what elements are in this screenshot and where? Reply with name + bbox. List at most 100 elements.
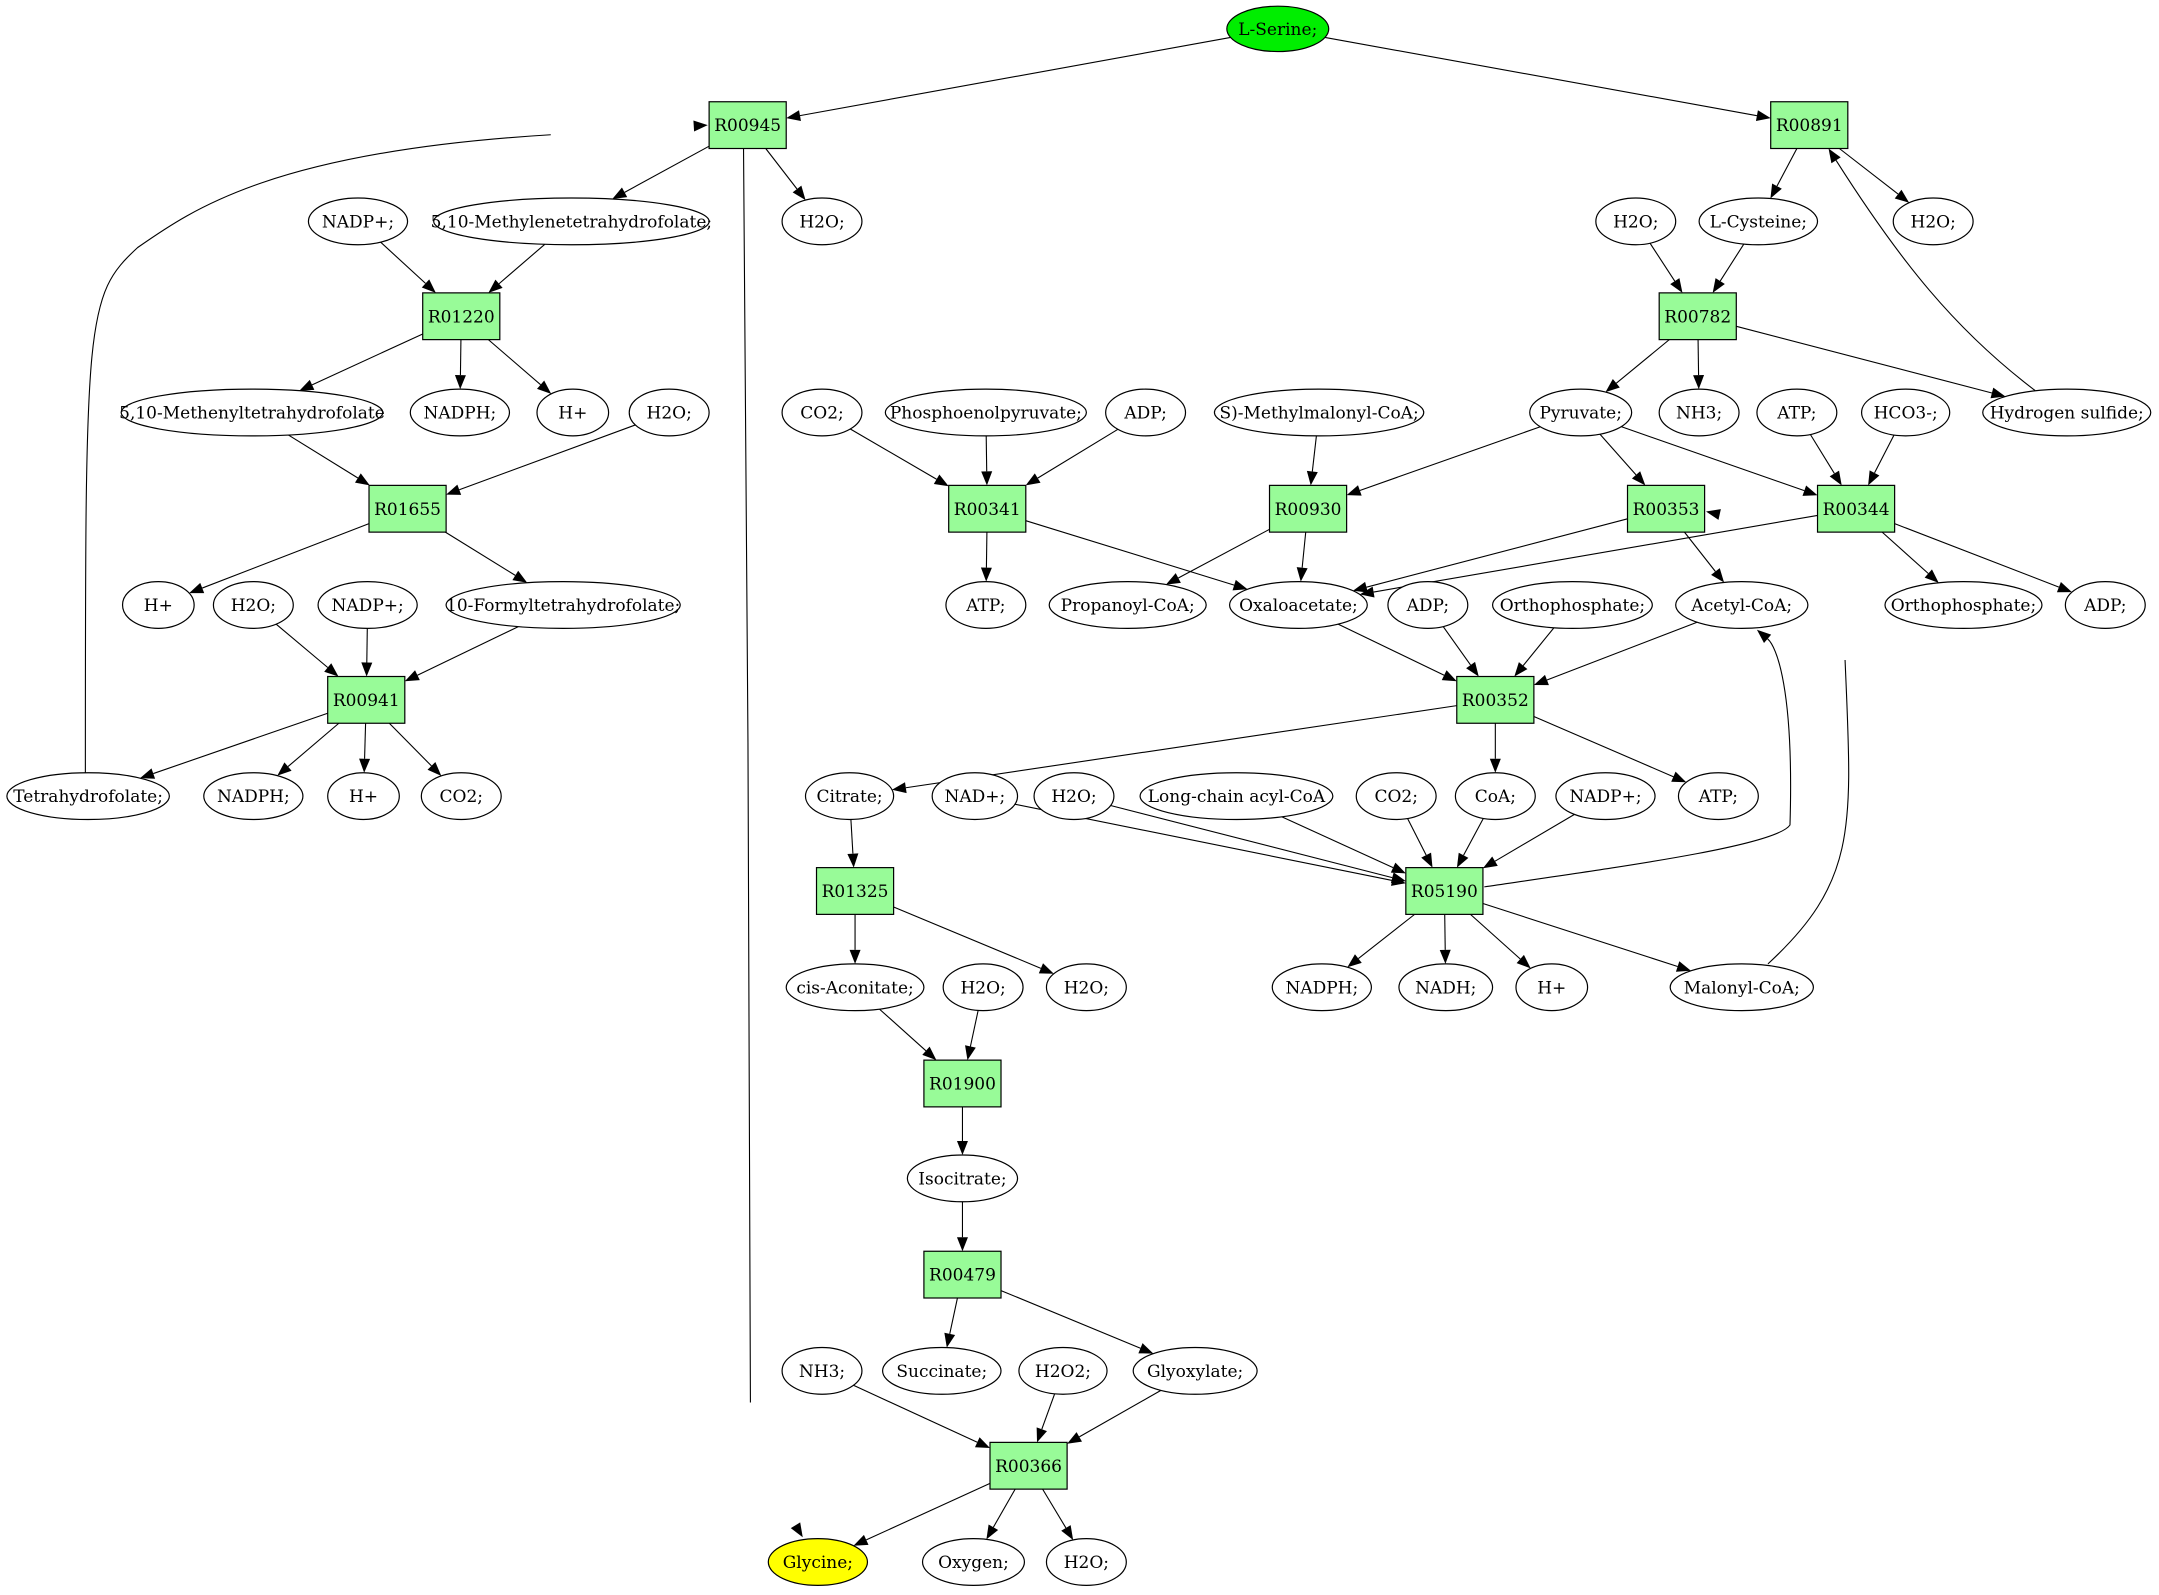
edge-arrowhead	[1756, 629, 1772, 644]
compound-ellipse	[409, 388, 511, 437]
reaction-node-r05190: R05190	[1405, 867, 1484, 915]
edge-nadpplus1-to-r01220	[380, 241, 426, 284]
compound-node-hplus1: H+	[536, 388, 610, 437]
edge-arrowhead	[1456, 852, 1469, 868]
node-label: R00341	[954, 500, 1021, 520]
node-label: Citrate;	[816, 787, 882, 807]
edge-arrowhead	[1441, 670, 1457, 682]
edge-arrowhead	[324, 663, 339, 677]
compound-node-lcys: L-Cysteine;	[1698, 197, 1819, 246]
edge-r05190-to-nadph3	[1358, 913, 1415, 959]
compound-ellipse	[1595, 197, 1677, 246]
compound-node-nh3_b: NH3;	[781, 1346, 863, 1395]
node-label: R00353	[1633, 500, 1700, 520]
edge-arrowhead	[1359, 586, 1375, 598]
compound-node-nadh: NADH;	[1398, 963, 1494, 1012]
compound-node-h2o_b: H2O;	[1595, 197, 1677, 246]
edge-arrowhead	[1711, 568, 1725, 583]
compound-node-nadpplus2: NADP+;	[317, 581, 418, 629]
edge-arrowhead	[981, 471, 993, 486]
compound-node-h2o_g: H2O;	[942, 963, 1024, 1012]
node-label: NADPH;	[1285, 978, 1358, 998]
node-label: H2O2;	[1035, 1362, 1091, 1382]
edge-pyruvate-to-r00930	[1359, 426, 1541, 491]
compound-node-h2o_a: H2O;	[781, 197, 863, 246]
edge-arrowhead	[1138, 1343, 1154, 1354]
edge-arrowhead	[1924, 569, 1939, 583]
edge-arrowhead	[1296, 567, 1308, 582]
compound-node-h2s: Hydrogen sulfide;	[1982, 388, 2152, 437]
node-label: H2O;	[1064, 1553, 1109, 1573]
edge-arrowhead	[1868, 470, 1880, 486]
edge-r01220-to-methenyl	[311, 333, 423, 386]
node-label: R01325	[822, 882, 889, 902]
compound-node-adp_c: ADP;	[2064, 581, 2146, 629]
edge-arrowhead	[944, 1332, 956, 1348]
compound-ellipse	[1515, 963, 1589, 1012]
edge-arrowhead	[1346, 485, 1362, 496]
compound-node-h2o_c: H2O;	[1892, 197, 1974, 246]
reaction-node-r01900: R01900	[923, 1059, 1002, 1108]
edge-thf-to-r00945	[84, 134, 551, 773]
edge-arrowhead	[965, 1045, 976, 1061]
node-label: H2O;	[960, 978, 1005, 998]
edge-r00941-to-nadph2	[287, 722, 340, 768]
edge-oxaloacetate-to-r00352	[1337, 623, 1445, 676]
compound-node-hplus3: H+	[327, 772, 400, 821]
edge-pyruvate-to-r00353	[1599, 433, 1637, 476]
reaction-node-r00891: R00891	[1770, 101, 1849, 150]
compound-node-lserine: L-Serine;	[1226, 5, 1330, 53]
edge-co2_a-to-r00341	[850, 428, 937, 480]
reaction-box	[368, 484, 447, 533]
edge-arrowhead	[421, 279, 436, 293]
compound-ellipse	[906, 1154, 1019, 1203]
edge-h2o2-to-r00366	[1041, 1393, 1056, 1430]
edge-arrowhead	[693, 120, 708, 132]
compound-node-propanoyl: Propanoyl-CoA;	[1048, 581, 1207, 629]
compound-ellipse	[445, 581, 681, 629]
node-label: R01900	[929, 1075, 996, 1095]
edge-arrowhead	[933, 474, 949, 487]
edge-h2o_f-to-r05190	[1110, 804, 1393, 879]
compound-ellipse	[317, 581, 418, 629]
node-label: ATP;	[1698, 787, 1738, 807]
compound-ellipse	[1045, 963, 1127, 1012]
edge-arrowhead	[189, 582, 205, 594]
edge-r00930-to-oxaloacetate	[1301, 532, 1307, 568]
edge-r00945-to-methylene	[624, 145, 710, 193]
edge-arrowhead	[1390, 862, 1406, 874]
edge-arrowhead	[512, 570, 528, 583]
compound-node-nadph3: NADPH;	[1271, 963, 1373, 1012]
reaction-node-r00782: R00782	[1658, 292, 1737, 341]
compound-ellipse	[1045, 1538, 1127, 1586]
compound-ellipse	[1677, 772, 1759, 821]
compound-node-adp_a: ADP;	[1105, 388, 1187, 437]
compound-ellipse	[1018, 1346, 1108, 1395]
edge-r00782-to-nh3_a	[1697, 339, 1700, 376]
edge-arrowhead	[1466, 661, 1479, 677]
edge-arrowhead	[1693, 375, 1705, 390]
node-label: ADP;	[1406, 596, 1449, 616]
compound-node-atp_a: ATP;	[1756, 388, 1838, 437]
edge-r05190-to-hplus4	[1470, 913, 1521, 960]
node-label: Orthophosphate;	[1891, 596, 2036, 616]
node-label: R00344	[1823, 500, 1890, 520]
node-label: NADP+;	[332, 596, 404, 616]
reaction-node-r00479: R00479	[923, 1250, 1002, 1299]
edge-arrowhead	[1828, 148, 1841, 164]
compound-node-citrate: Citrate;	[804, 772, 895, 821]
edge-arrowhead	[1755, 110, 1771, 122]
compound-node-methylene: 5,10-Methylenetetrahydrofolate;	[431, 197, 712, 246]
edge-arrowhead	[1067, 1432, 1082, 1444]
edge-arrowhead	[986, 1524, 999, 1540]
edge-h2o_g-to-r01900	[969, 1010, 979, 1047]
reaction-node-r00352: R00352	[1456, 675, 1535, 724]
compound-ellipse	[1226, 5, 1330, 53]
node-label: H+	[144, 596, 173, 616]
compound-node-atp_c: ATP;	[1677, 772, 1759, 821]
edge-r00353-to-acetylcoa	[1684, 531, 1716, 572]
compound-node-ortho_a: Orthophosphate;	[1491, 581, 1653, 629]
edge-co2_c-to-r05190	[1407, 818, 1427, 856]
edge-arrowhead	[1631, 471, 1646, 486]
compound-node-co2_c: CO2;	[1355, 772, 1437, 821]
